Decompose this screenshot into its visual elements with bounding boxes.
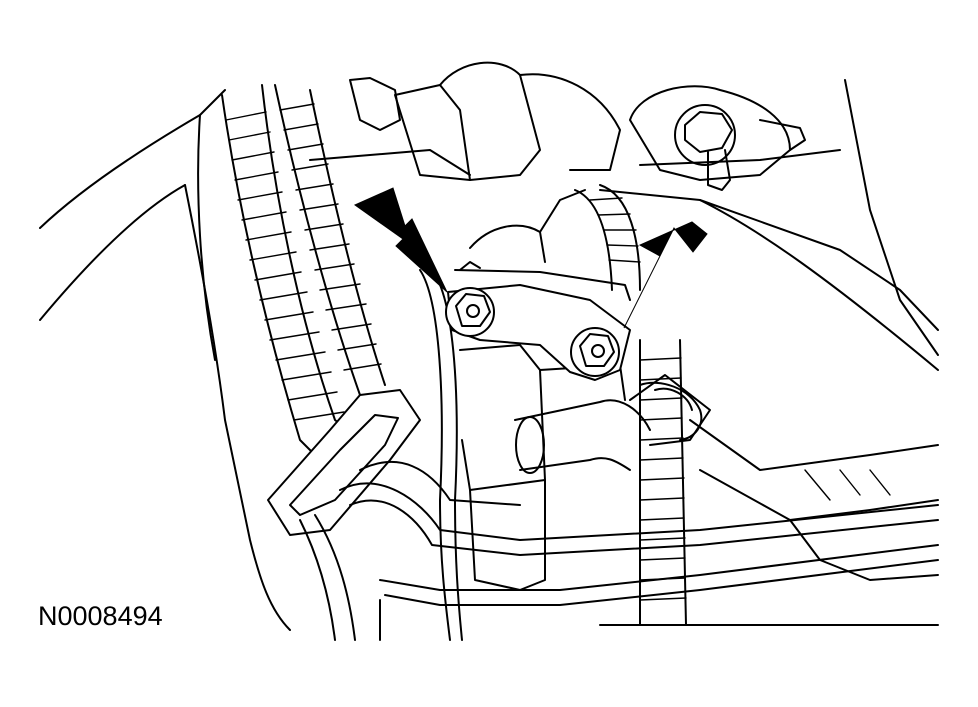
figure-id-label: N0008494 xyxy=(38,601,163,631)
background-structure xyxy=(39,79,939,631)
left-arrow-icon xyxy=(353,187,448,293)
line-clip xyxy=(267,389,421,536)
metal-lines xyxy=(299,460,939,641)
bracket xyxy=(445,189,631,381)
hose-elbow xyxy=(514,374,711,474)
corrugated-hoses xyxy=(221,84,687,626)
upper-components xyxy=(349,61,806,191)
callout-arrows xyxy=(353,187,708,329)
right-arrow-icon xyxy=(623,221,708,329)
